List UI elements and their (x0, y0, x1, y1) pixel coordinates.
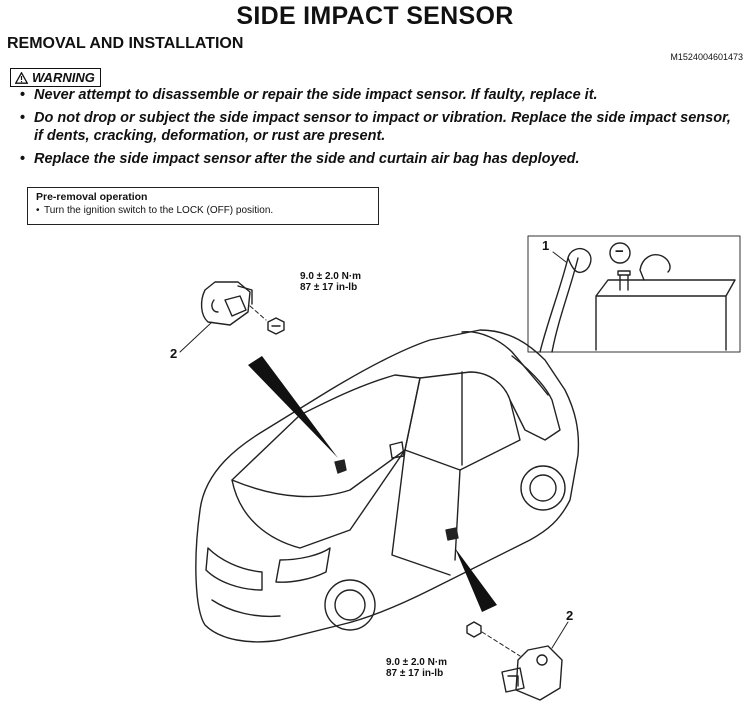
warning-list: Never attempt to disassemble or repair t… (20, 86, 740, 173)
torque-spec-bottom: 9.0 ± 2.0 N·m 87 ± 17 in-lb (386, 657, 447, 679)
car-door-line (391, 449, 461, 576)
torque-inlb: 87 ± 17 in-lb (300, 282, 358, 293)
pre-removal-step: Turn the ignition switch to the LOCK (OF… (36, 205, 370, 216)
warning-item: Do not drop or subject the side impact s… (20, 109, 740, 145)
torque-inlb: 87 ± 17 in-lb (386, 668, 444, 679)
car-headlight (275, 547, 331, 583)
sensor-location-pillar (334, 459, 347, 474)
battery-cable-end (567, 248, 592, 274)
callout-2-top: 2 (170, 346, 178, 361)
car-side-window (404, 371, 521, 471)
warning-label: WARNING (32, 70, 95, 85)
document-code: M1524004601473 (670, 52, 743, 62)
callout-2-bottom: 2 (566, 608, 574, 623)
location-pointer-bottom (455, 548, 497, 612)
pre-removal-box: Pre-removal operation Turn the ignition … (27, 187, 379, 225)
car-grille (205, 547, 263, 591)
negative-terminal-label: − (615, 243, 624, 260)
warning-item: Never attempt to disassemble or repair t… (20, 86, 740, 104)
callout-leader-top (179, 321, 213, 353)
battery-cable (539, 257, 579, 353)
section-heading: REMOVAL AND INSTALLATION (7, 35, 244, 52)
battery-body (595, 279, 736, 351)
cable-clamp (639, 254, 671, 281)
car-body (195, 329, 580, 643)
battery-terminal (617, 270, 631, 291)
callout-1-battery: 1 (542, 238, 550, 253)
battery-inset-frame (527, 235, 741, 353)
callout-leader-bottom (551, 621, 569, 649)
warning-item: Replace the side impact sensor after the… (20, 150, 740, 168)
bolt-top (267, 317, 285, 335)
car-front-wheel (324, 579, 376, 631)
bolt-bottom (466, 621, 482, 638)
torque-nm: 9.0 ± 2.0 N·m (386, 657, 448, 668)
location-pointer-top (248, 356, 338, 458)
torque-spec-top: 9.0 ± 2.0 N·m 87 ± 17 in-lb (300, 271, 361, 293)
sensor-location-door (445, 527, 459, 541)
page-title: SIDE IMPACT SENSOR (236, 2, 514, 30)
warning-triangle-icon (15, 71, 28, 84)
pre-removal-title: Pre-removal operation (36, 191, 148, 203)
torque-nm: 9.0 ± 2.0 N·m (300, 271, 362, 282)
side-impact-sensor-bottom (515, 645, 563, 701)
negative-terminal-symbol (609, 242, 631, 264)
callout-leader-battery (552, 251, 567, 263)
car-rear-wheel (520, 465, 566, 511)
